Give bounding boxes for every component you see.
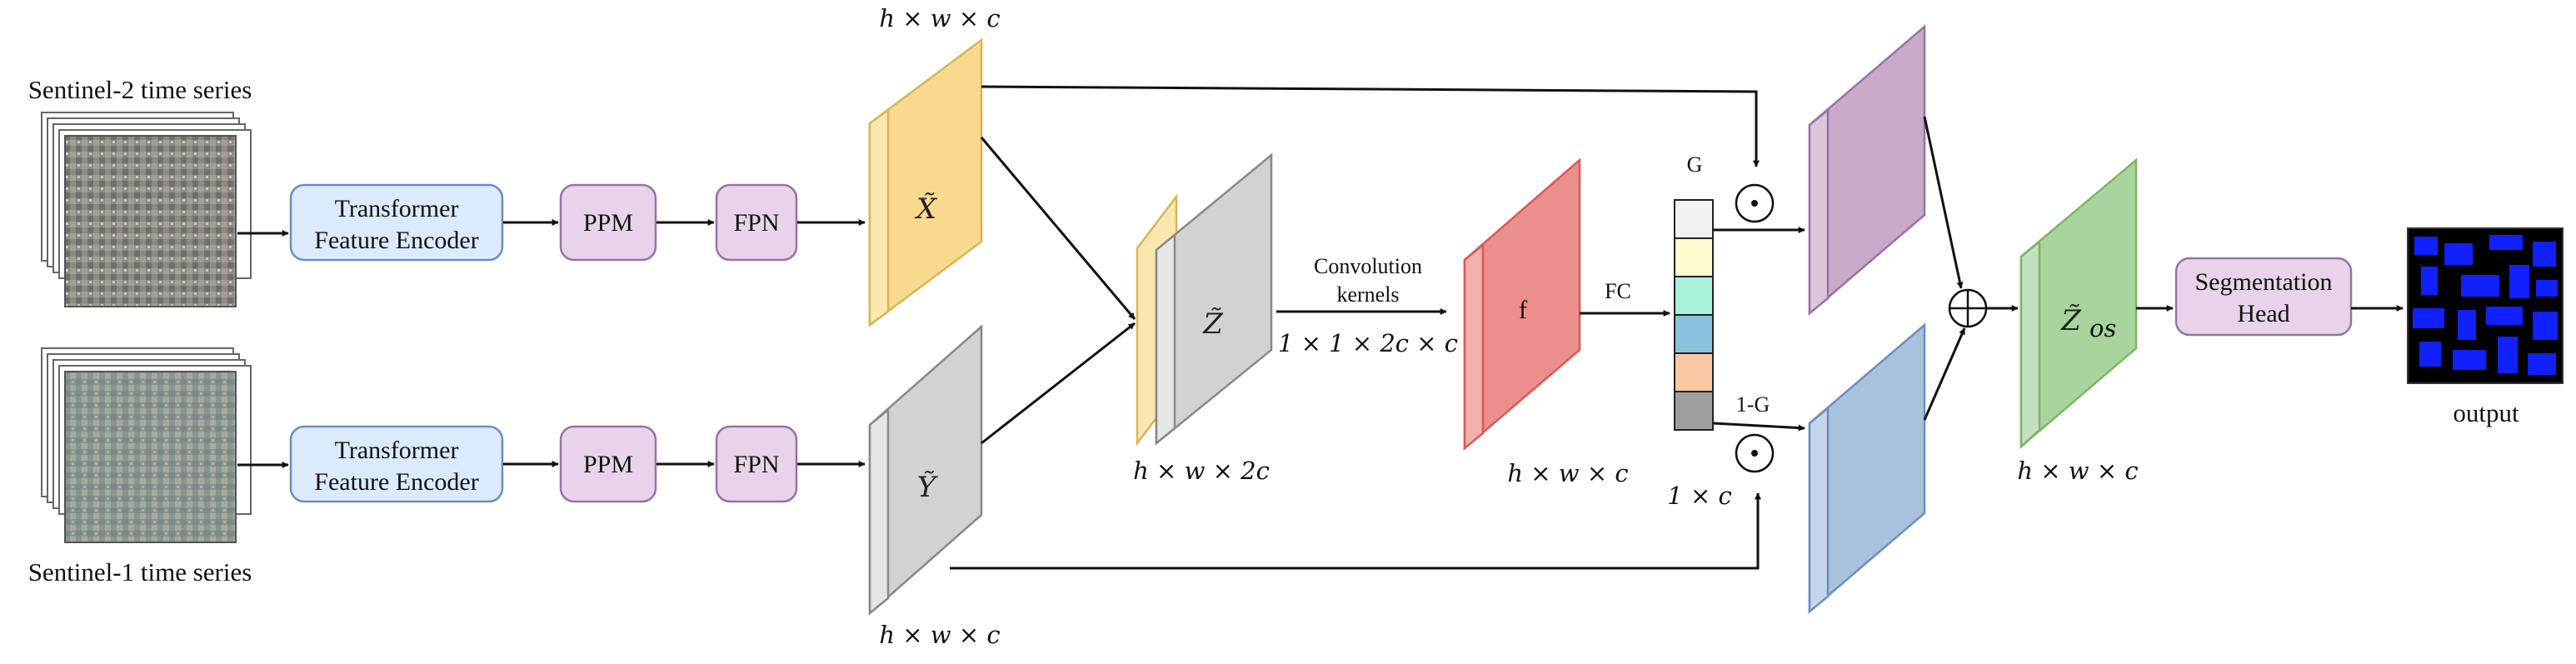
fpn-bottom-label: FPN <box>733 451 779 478</box>
vector-dim-label: 1 × c <box>1667 482 1731 510</box>
segmentation-head-line1: Segmentation <box>2195 268 2333 296</box>
convolution-label-line1: Convolution <box>1314 254 1422 278</box>
sentinel1-image-stack <box>41 347 252 543</box>
sentinel1-label: Sentinel-1 time series <box>28 557 252 587</box>
y-symbol: Ỹ <box>917 471 939 504</box>
zos-dim-label: h × w × c <box>2017 457 2138 485</box>
one-minus-g-label: 1-G <box>1736 392 1770 417</box>
zos-symbol: Z̃ <box>2060 304 2082 337</box>
transformer-encoder-top: Transformer Feature Encoder <box>289 183 504 262</box>
segmentation-head: Segmentation Head <box>2174 257 2353 337</box>
encoder-bottom-line1: Transformer <box>335 437 459 464</box>
gate-vector <box>1674 199 1714 431</box>
g-label: G <box>1687 152 1703 177</box>
f-dim-label: h × w × c <box>1507 459 1628 487</box>
y-feature-map: Ỹ <box>868 324 983 616</box>
z-dim-label: h × w × 2c <box>1133 457 1270 485</box>
output-label: output <box>2453 398 2519 427</box>
fc-label: FC <box>1605 279 1631 303</box>
gated-x-map <box>1808 24 1926 316</box>
sentinel2-image-stack <box>41 112 252 307</box>
encoder-top-line1: Transformer <box>335 195 459 222</box>
convolution-dim-label: 1 × 1 × 2c × c <box>1278 329 1458 357</box>
output-segmentation-map <box>2407 227 2564 384</box>
z-symbol: Z̃ <box>1202 307 1224 341</box>
ppm-bottom: PPM <box>559 425 657 503</box>
fpn-top: FPN <box>715 183 798 262</box>
f-symbol: f <box>1519 295 1528 324</box>
y-dim-label: h × w × c <box>879 621 1000 649</box>
hadamard-product-bottom <box>1735 433 1775 473</box>
z-feature-map: Z̃ <box>1136 152 1273 447</box>
zos-subscript: os <box>2089 314 2116 342</box>
segmentation-head-line2: Head <box>2237 300 2289 327</box>
ppm-top: PPM <box>559 183 657 262</box>
gated-y-map <box>1808 322 1926 614</box>
fpn-bottom: FPN <box>715 425 798 503</box>
zos-feature-map: Z̃ os <box>2019 157 2138 449</box>
encoder-top-line2: Feature Encoder <box>314 227 478 254</box>
ppm-top-label: PPM <box>583 209 633 237</box>
fpn-top-label: FPN <box>733 209 779 237</box>
sentinel2-label: Sentinel-2 time series <box>28 75 252 104</box>
f-feature-map: f <box>1463 157 1581 451</box>
x-feature-map: X̃ <box>868 37 983 327</box>
encoder-bottom-line2: Feature Encoder <box>314 468 478 496</box>
ppm-bottom-label: PPM <box>583 451 633 478</box>
convolution-label-line2: kernels <box>1336 282 1399 307</box>
hadamard-product-top <box>1735 183 1775 223</box>
transformer-encoder-bottom: Transformer Feature Encoder <box>289 425 504 503</box>
element-sum <box>1948 288 1988 328</box>
x-dim-label: h × w × c <box>879 4 1000 32</box>
x-symbol: X̃ <box>914 192 938 226</box>
